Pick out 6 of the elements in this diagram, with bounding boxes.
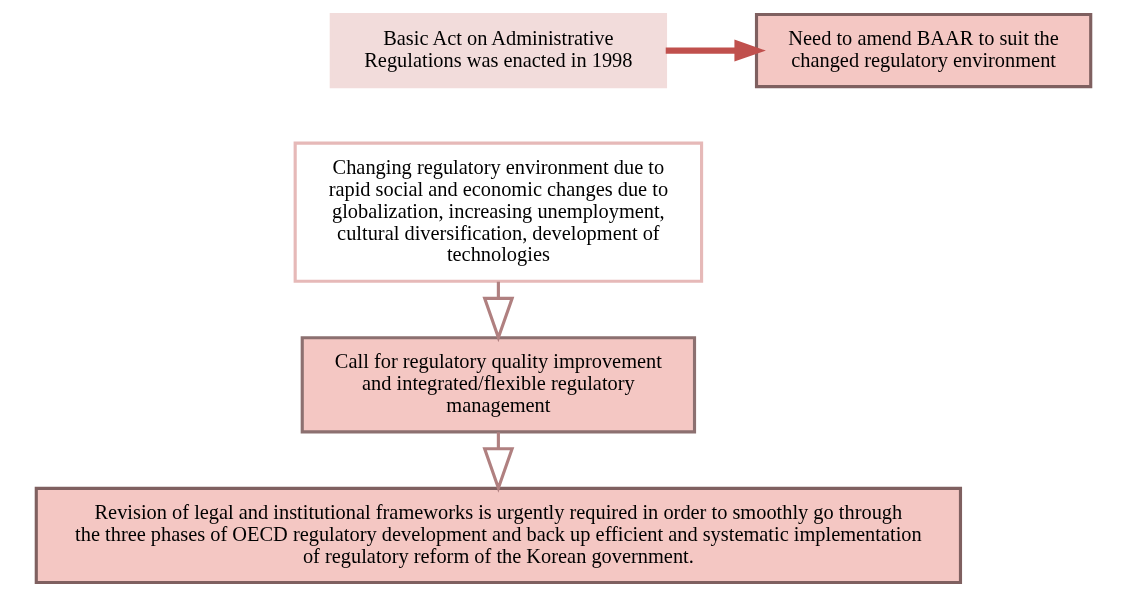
node-box: Changing regulatory environment due to rapid social and economic changes due to globalization, increasing unemployment, cultural diversification, development of technologies: [293, 141, 704, 283]
node-box: Basic Act on Administrative Regulations was enacted in 1998: [329, 12, 668, 89]
node-box: Need to amend BAAR to suit the changed regulatory environment: [754, 12, 1093, 89]
node-box: Call for regulatory quality improvement and integrated/flexible regulatory management: [300, 336, 697, 434]
arrow: [665, 39, 766, 62]
node-box: Revision of legal and institutional frameworks is urgently required in order to smoothly go through the three phases of OECD regulatory development and back up efficient and systematic implementation of regulatory reform of the Korean government.: [34, 486, 963, 585]
